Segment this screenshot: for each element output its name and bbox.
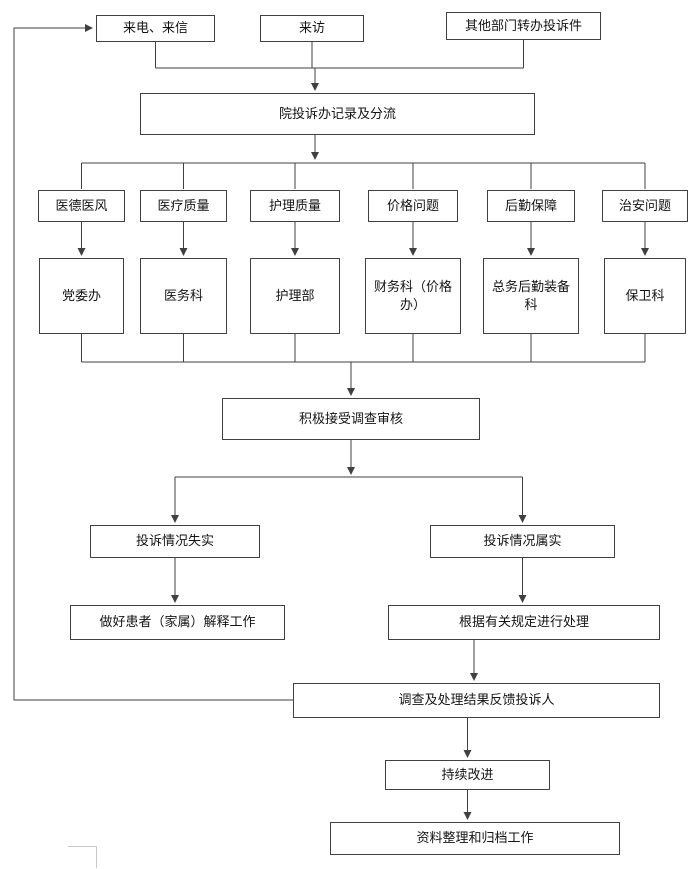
node-cat-medical-quality: 医疗质量 bbox=[140, 190, 227, 222]
node-source-calls-letters: 来电、来信 bbox=[96, 15, 215, 42]
node-source-transferred: 其他部门转办投诉件 bbox=[446, 12, 601, 40]
node-dept-security: 保卫科 bbox=[604, 258, 686, 334]
node-dept-party-committee: 党委办 bbox=[39, 258, 124, 334]
page-corner-mark bbox=[68, 846, 97, 868]
node-archive-work: 资料整理和归档工作 bbox=[330, 822, 620, 855]
node-cat-public-security: 治安问题 bbox=[602, 190, 688, 222]
node-explain-to-patient: 做好患者（家属）解释工作 bbox=[70, 605, 285, 640]
node-cat-price-issue: 价格问题 bbox=[368, 190, 458, 222]
node-record-triage: 院投诉办记录及分流 bbox=[140, 93, 535, 135]
node-dept-finance: 财务科（价格办） bbox=[365, 258, 461, 334]
node-cat-nursing-quality: 护理质量 bbox=[250, 190, 340, 222]
node-dept-general-logistics: 总务后勤装备科 bbox=[483, 258, 579, 334]
node-dept-nursing: 护理部 bbox=[250, 258, 340, 334]
node-accept-review: 积极接受调查审核 bbox=[222, 398, 480, 440]
node-dept-medical-affairs: 医务科 bbox=[140, 258, 227, 334]
node-complaint-true: 投诉情况属实 bbox=[430, 525, 615, 558]
node-cat-medical-ethics: 医德医风 bbox=[38, 190, 125, 222]
node-handle-per-rules: 根据有关规定进行处理 bbox=[388, 605, 660, 640]
node-source-visits: 来访 bbox=[260, 15, 364, 42]
node-continuous-improvement: 持续改进 bbox=[385, 760, 550, 790]
node-feedback-result: 调查及处理结果反馈投诉人 bbox=[293, 683, 660, 718]
node-cat-logistics-support: 后勤保障 bbox=[487, 190, 575, 222]
node-complaint-untrue: 投诉情况失实 bbox=[90, 525, 260, 558]
connector-group bbox=[13, 24, 649, 820]
